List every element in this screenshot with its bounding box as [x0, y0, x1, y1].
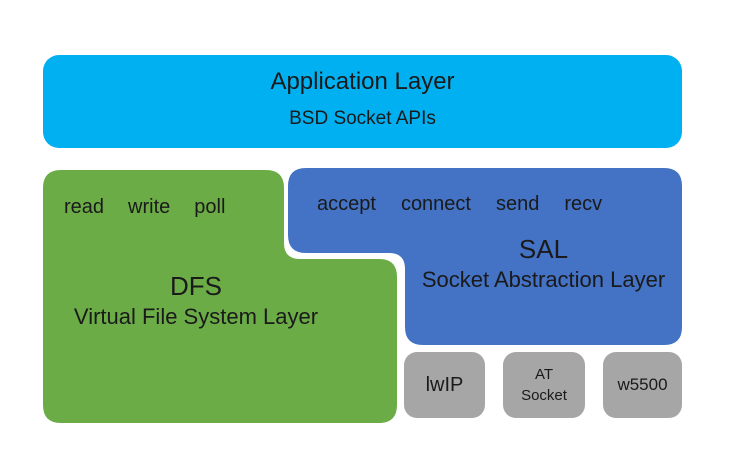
- impl-w5500-block: [603, 352, 682, 418]
- dfs-abbr: DFS: [170, 271, 222, 301]
- sal-function-list: accept connect send recv: [317, 193, 602, 216]
- dfs-function-poll: poll: [194, 196, 226, 218]
- dfs-function-write: write: [128, 196, 171, 218]
- impl-w5500-label: w5500: [617, 375, 668, 394]
- sal-function-connect: connect: [400, 193, 471, 215]
- dfs-function-read: read: [64, 196, 105, 218]
- dfs-block: [43, 170, 397, 423]
- impl-at-socket-block: [503, 352, 585, 418]
- sal-function-recv: recv: [564, 193, 603, 215]
- impl-lwip-label: lwIP: [425, 373, 464, 396]
- application-layer-subtitle: BSD Socket APIs: [289, 108, 436, 129]
- application-layer-block: [43, 55, 682, 148]
- application-layer-title: Application Layer: [270, 68, 455, 95]
- sal-abbr: SAL: [518, 234, 569, 264]
- sal-function-send: send: [496, 193, 540, 215]
- sal-name: Socket Abstraction Layer: [421, 267, 666, 292]
- sal-function-accept: accept: [317, 193, 376, 215]
- sal-block: [288, 168, 682, 345]
- impl-at-socket-label: AT Socket: [521, 366, 567, 404]
- dfs-function-list: read write poll: [64, 196, 225, 219]
- impl-lwip-block: [404, 352, 485, 418]
- dfs-name: Virtual File System Layer: [73, 304, 319, 329]
